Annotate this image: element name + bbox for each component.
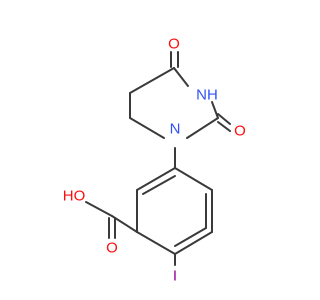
atom-o-acid: O [106, 240, 118, 257]
bond-c2-n3 [211, 101, 219, 119]
atom-o-right: O [234, 123, 246, 140]
bond-ar3-ar4 [136, 231, 176, 255]
bond-ar6-ar1 [174, 167, 213, 191]
bond-ar4-ar5 [174, 231, 213, 255]
bond-inner-1 [142, 175, 176, 195]
atom-n-ring: N [170, 121, 181, 138]
benzene-ring-bonds [136, 167, 213, 255]
carboxyl-group-bonds [85, 201, 138, 239]
bond-n3-c4 [173, 67, 189, 87]
bond-n1-c2 [186, 117, 219, 139]
bond-ar1-ar2 [136, 167, 176, 191]
bond-ar-cooh [111, 215, 138, 233]
atom-oh: HO [63, 188, 86, 205]
bond-c-oh [85, 201, 113, 217]
bond-c2-o-b [217, 121, 231, 132]
molecule-diagram: O NH O N HO O I [63, 36, 246, 285]
pyrimidinedione-ring-bonds [129, 51, 231, 139]
bond-c2-o-a [217, 113, 231, 125]
bond-inner-2 [174, 227, 207, 247]
atom-o-top: O [168, 36, 180, 53]
bond-c6-n1 [129, 117, 165, 139]
atom-iodine: I [173, 268, 177, 285]
bond-c4-c5 [129, 67, 175, 94]
atom-nh: NH [196, 87, 218, 104]
